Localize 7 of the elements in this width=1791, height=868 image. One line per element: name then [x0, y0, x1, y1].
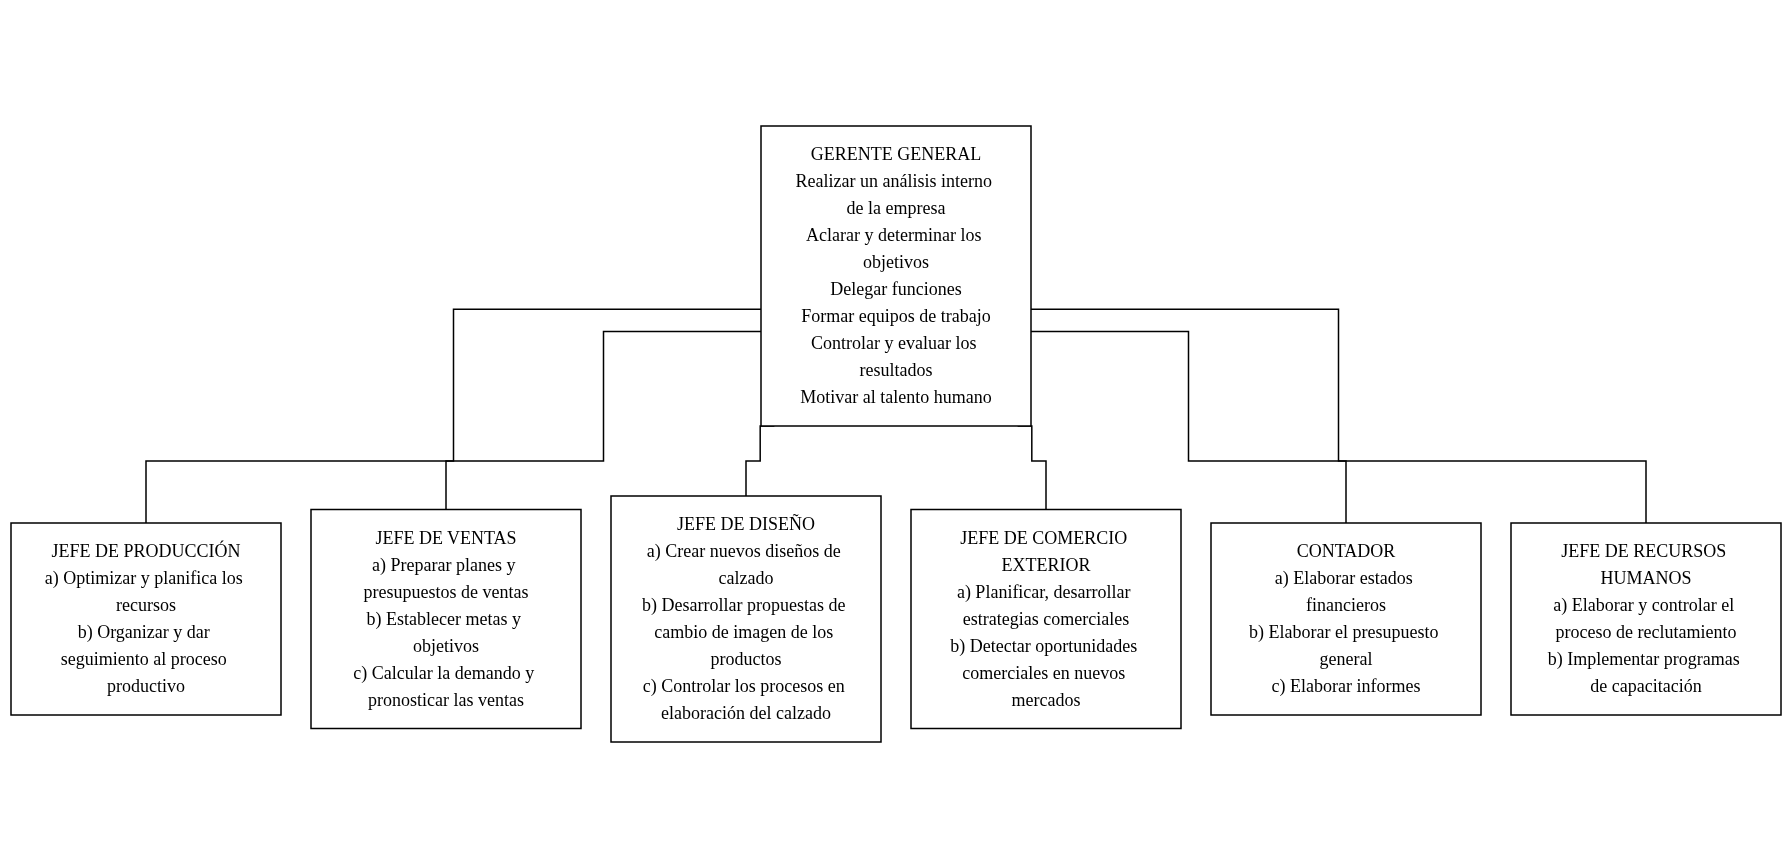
node-box: JEFE DE COMERCIO EXTERIOR a) Planificar, desarrollar estrategias comerciales b) Detectar oportunidades comerciales en nuevos mercados — [909, 508, 1182, 730]
node-box: JEFE DE VENTAS a) Preparar planes y presupuestos de ventas b) Establecer metas y objetivos c) Calcular la demando y pronosticar las ventas — [309, 508, 582, 730]
node-box: GERENTE GENERAL Realizar un análisis interno de la empresa Aclarar y determinar los objetivos Delegar funciones Formar equipos de trabajo Controlar y evaluar los resultados Motivar al talento humano — [759, 125, 1032, 427]
node-box: JEFE DE DISEÑO a) Crear nuevos diseños de calzado b) Desarrollar propuestas de cambio de imagen de los productos c) Controlar los procesos en elaboración del calzado — [609, 495, 882, 743]
node-box: JEFE DE RECURSOS HUMANOS a) Elaborar y controlar el proceso de reclutamiento b) Implementar programas de capacitación — [1509, 522, 1782, 716]
node-box: CONTADOR a) Elaborar estados financieros b) Elaborar el presupuesto general c) Elaborar informes — [1209, 522, 1482, 716]
node-box: JEFE DE PRODUCCIÓN a) Optimizar y planifica los recursos b) Organizar y dar seguimiento al proceso productivo — [9, 522, 282, 716]
